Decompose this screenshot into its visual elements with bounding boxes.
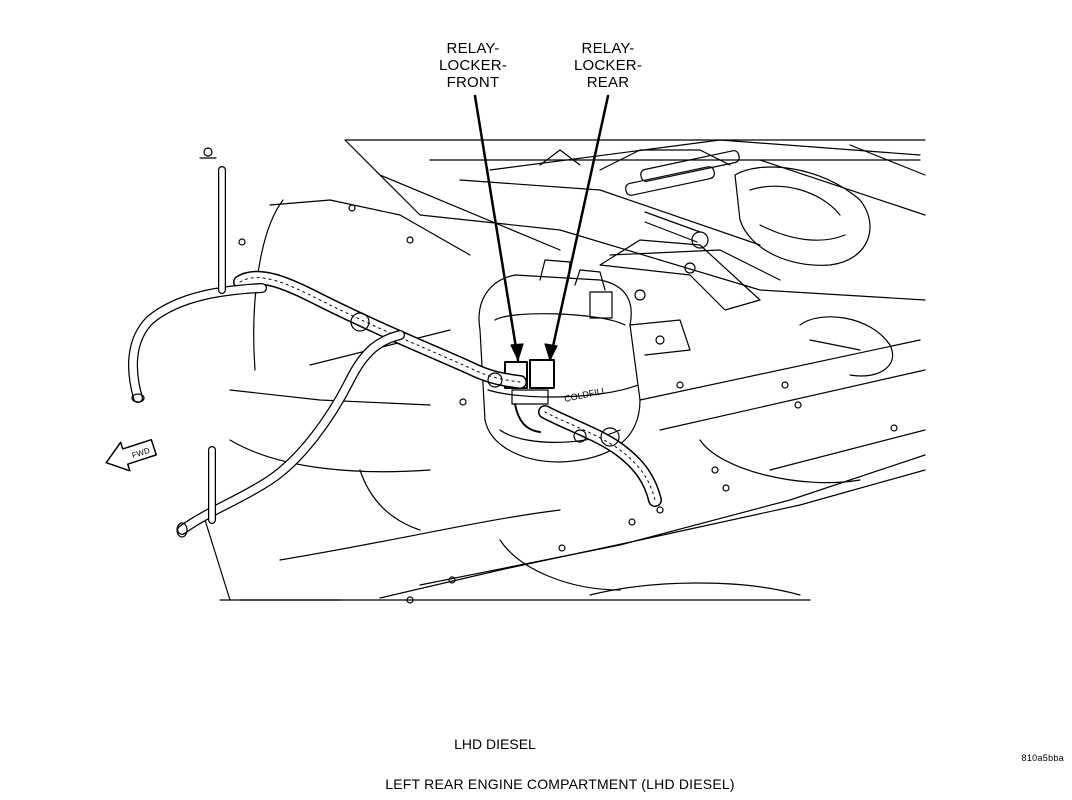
callout-relay-locker-rear: RELAY- LOCKER- REAR bbox=[562, 40, 654, 91]
hoses bbox=[128, 147, 405, 538]
callout-relay-locker-front: RELAY- LOCKER- FRONT bbox=[428, 40, 518, 91]
forward-direction-arrow: FWD bbox=[105, 438, 157, 472]
callout-leaders bbox=[473, 94, 610, 362]
arrowhead-front bbox=[510, 343, 524, 361]
body-panel-lines bbox=[204, 139, 926, 601]
mounting-bracket bbox=[599, 211, 894, 377]
fasteners bbox=[238, 204, 898, 604]
figure-id: 810a5bba bbox=[1021, 753, 1064, 763]
callout-rear-line-1: RELAY- bbox=[581, 40, 635, 57]
arrowhead-rear bbox=[544, 343, 558, 361]
rear-tray bbox=[489, 139, 926, 266]
tank-stamp-text: COLDFILL bbox=[563, 385, 607, 404]
callout-rear-line-2: LOCKER- bbox=[573, 57, 643, 74]
callout-rear-line-3: REAR bbox=[586, 74, 630, 91]
callout-front-line-2: LOCKER- bbox=[438, 57, 508, 74]
leader-front bbox=[473, 94, 520, 362]
figure-caption: LEFT REAR ENGINE COMPARTMENT (LHD DIESEL… bbox=[385, 776, 735, 792]
leader-rear bbox=[548, 94, 610, 362]
view-label: LHD DIESEL bbox=[454, 736, 536, 752]
callout-front-line-1: RELAY- bbox=[446, 40, 500, 57]
relay-locker-modules bbox=[504, 359, 555, 433]
callout-front-line-3: FRONT bbox=[446, 74, 500, 91]
